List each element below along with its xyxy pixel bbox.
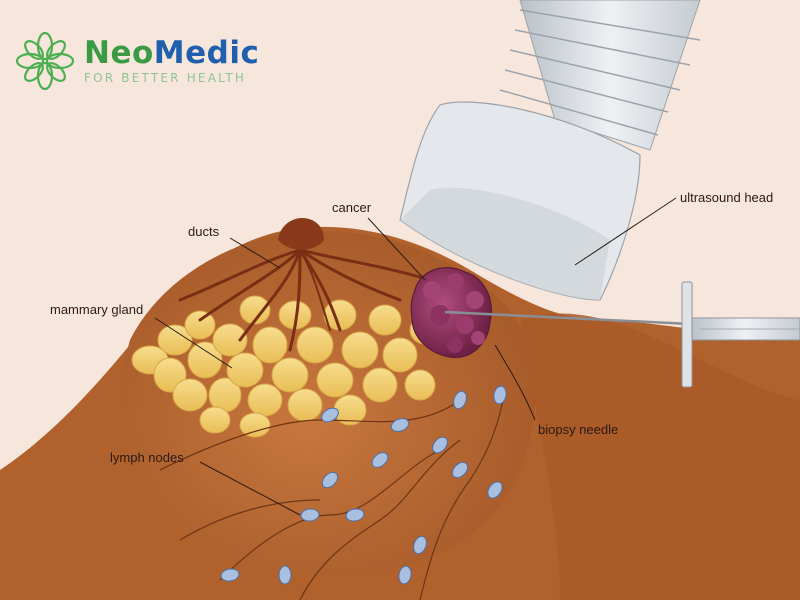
label-cancer: cancer: [332, 200, 372, 215]
label-lymph-nodes: lymph nodes: [110, 450, 184, 465]
label-ultrasound-head: ultrasound head: [680, 190, 773, 205]
label-biopsy-needle: biopsy needle: [538, 422, 618, 437]
arm-skin: [520, 313, 800, 600]
brand-name: NeoMedic: [84, 37, 259, 69]
brand-name-part1: Neo: [84, 35, 154, 71]
biopsy-needle: [444, 281, 800, 388]
ducts: [178, 248, 432, 352]
nipple: [278, 218, 324, 250]
leader-lines: [154, 197, 677, 516]
ultrasound-head: [399, 0, 701, 301]
brand-tagline: FOR BETTER HEALTH: [84, 71, 247, 85]
brand-name-part2: Medic: [153, 35, 260, 71]
brand-logo: NeoMedic FOR BETTER HEALTH: [14, 30, 259, 92]
flower-logo-icon: [15, 31, 75, 91]
brand-text: NeoMedic FOR BETTER HEALTH: [84, 37, 259, 85]
lymph-nodes: [220, 385, 507, 585]
lymphatic-vessels: [159, 389, 506, 600]
label-ducts: ducts: [188, 224, 220, 239]
mammary-gland-lobules: [131, 295, 441, 438]
label-mammary-gland: mammary gland: [50, 302, 143, 317]
